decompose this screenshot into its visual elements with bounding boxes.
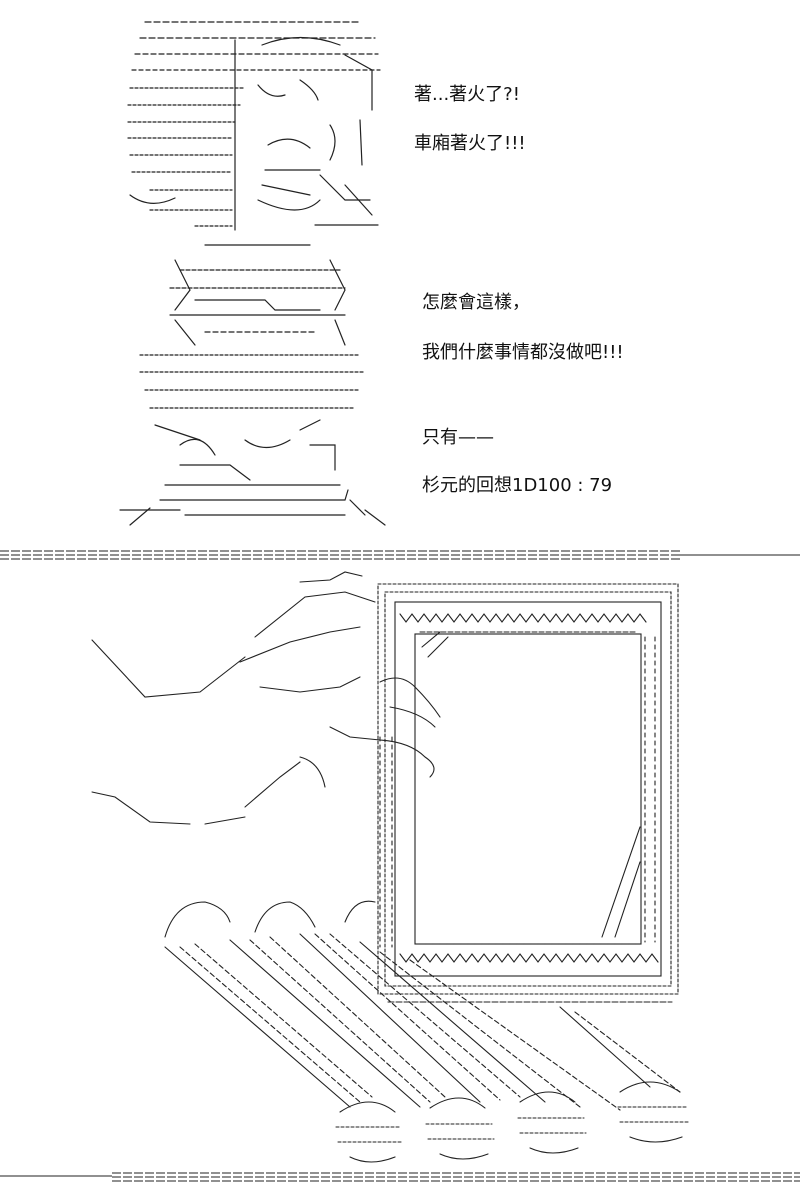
bottom-panel xyxy=(0,562,800,1172)
speaker-2-line-2: 我們什麼事情都沒做吧!!! xyxy=(422,342,624,363)
narration-line-2: 杉元的回想1D100 : 79 xyxy=(422,475,613,496)
picture-frame xyxy=(377,583,679,1003)
panel-divider-top xyxy=(0,550,800,560)
sweeping-fingers xyxy=(164,900,681,1111)
character-2-figure xyxy=(119,244,386,526)
panel-divider-bottom xyxy=(0,1172,800,1182)
character-1-figure xyxy=(127,21,381,231)
speaker-2-line-1: 怎麼會這樣， xyxy=(422,292,530,313)
bottom-hand-and-frame-art xyxy=(91,571,689,1163)
reaching-hand xyxy=(91,571,441,825)
narration-line-1: 只有—— xyxy=(422,427,494,448)
speaker-1-line-1: 著...著火了?! xyxy=(414,84,520,105)
fingertip-clusters xyxy=(335,1081,689,1163)
top-character-art xyxy=(119,21,386,526)
top-panel: 著...著火了?! 車廂著火了!!! 怎麼會這樣， 我們什麼事情都沒做吧!!! … xyxy=(0,0,800,545)
speaker-1-line-2: 車廂著火了!!! xyxy=(414,133,526,154)
